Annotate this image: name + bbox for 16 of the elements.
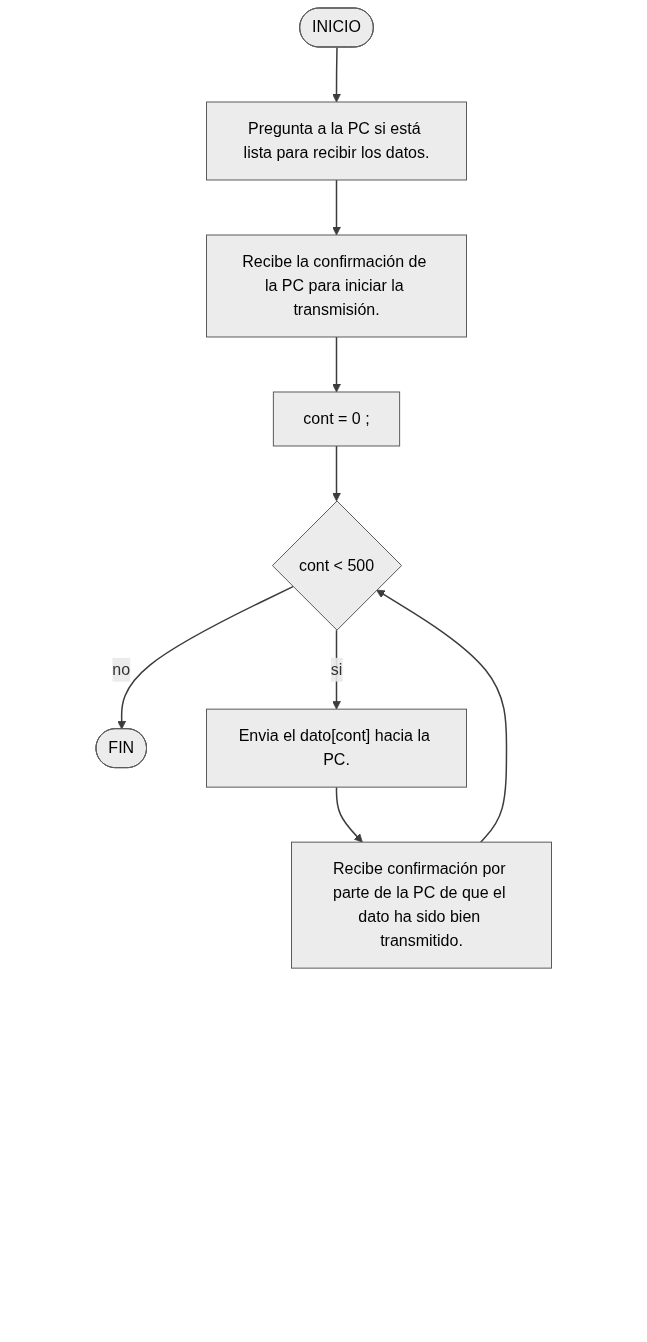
node-box: Recibe confirmación por parte de la PC de que el dato ha sido bien transmitido. [290,841,552,969]
arrow [331,445,341,502]
arrow [331,179,341,236]
arrow [335,786,363,843]
node-box: cont = 0 ; [272,391,400,447]
node-diamond: cont < 500 [271,500,402,631]
node-box: Pregunta a la PC si está lista para recibir los datos. [205,101,467,181]
arrow [331,336,341,393]
arrow [375,589,507,843]
arrow [117,585,294,730]
node-box: Envia el dato[cont] hacia la PC. [205,708,467,788]
arrow [331,46,341,103]
arrow [331,629,341,710]
node-box: Recibe la confirmación de la PC para iniciar la transmisión. [205,234,467,338]
edge-label: si [330,660,343,678]
edge-label: no [112,660,130,678]
